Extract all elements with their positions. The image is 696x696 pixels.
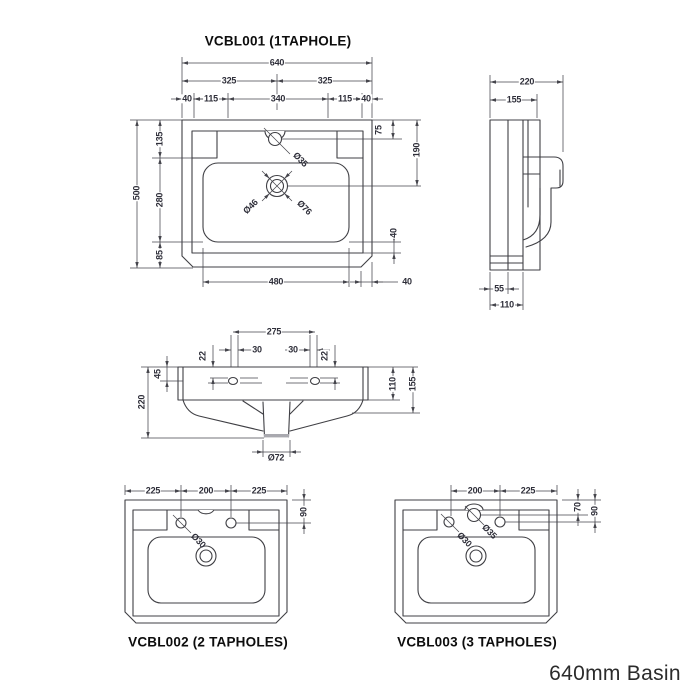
- dim-taphole-drop: 75: [373, 124, 384, 136]
- view-title-vcbl001: VCBL001 (1TAPHOLE): [204, 33, 352, 49]
- dimension-lines: [124, 57, 601, 534]
- view-title-vcbl002: VCBL002 (2 TAPHOLES): [128, 634, 288, 650]
- dim-total-width: 640: [268, 57, 286, 68]
- dim-bowl-depth: 280: [154, 191, 165, 209]
- dim-front-ledge: 85: [154, 249, 165, 261]
- dim-chamfer: 40: [401, 276, 413, 287]
- dim-trap-dia: Ø72: [266, 452, 286, 463]
- dim-waste-drop: 190: [411, 141, 422, 159]
- view-title-vcbl003: VCBL003 (3 TAPHOLES): [397, 634, 557, 650]
- dim-right-half: 325: [316, 75, 334, 86]
- vcbl002-outline: [124, 499, 288, 624]
- dim-side-depth: 220: [518, 76, 536, 87]
- dim-2th-centres: 200: [197, 485, 215, 496]
- dim-slot-right: 30: [287, 344, 299, 355]
- dim-2th-right: 225: [250, 485, 268, 496]
- dim-slot-left: 30: [251, 344, 263, 355]
- dim-total-depth: 500: [131, 184, 142, 202]
- dim-3th-edge: 225: [519, 485, 537, 496]
- dim-slot-drop-right: 22: [319, 350, 330, 362]
- product-caption: 640mm Basin: [549, 662, 681, 685]
- dim-bowl-width: 480: [267, 276, 285, 287]
- dim-2th-drop: 90: [298, 506, 309, 518]
- dim-front-gap: 40: [388, 227, 399, 239]
- trap-base-shade: [264, 434, 289, 438]
- dim-3th-side-drop: 90: [589, 505, 600, 517]
- dim-side-back: 155: [505, 94, 523, 105]
- dim-back-ledge: 135: [154, 130, 165, 148]
- side-view-outline: [489, 119, 564, 271]
- dim-offset-left: 115: [203, 93, 219, 104]
- vcbl003-outline: [394, 499, 558, 624]
- dim-edge-right: 40: [360, 93, 372, 104]
- dim-rim-depth: 155: [407, 375, 418, 393]
- dim-rim-drop: 45: [152, 368, 163, 380]
- dim-edge-left: 40: [181, 93, 193, 104]
- dim-plinth-inner: 55: [493, 283, 505, 294]
- dim-3th-span: 200: [466, 485, 484, 496]
- dim-apron-height: 110: [387, 376, 398, 392]
- dim-fixing-centres: 275: [265, 326, 283, 337]
- dim-overall-height: 220: [136, 393, 147, 411]
- top-view-outline: [181, 119, 373, 268]
- dim-2th-left: 225: [144, 485, 162, 496]
- dim-left-half: 325: [220, 75, 238, 86]
- dim-3th-centre-drop: 70: [572, 501, 583, 513]
- dim-taphole-span: 340: [269, 93, 287, 104]
- dim-offset-right: 115: [337, 93, 353, 104]
- front-view-outline: [177, 366, 369, 438]
- dim-plinth-depth: 110: [499, 299, 515, 310]
- dim-slot-drop-left: 22: [197, 350, 208, 362]
